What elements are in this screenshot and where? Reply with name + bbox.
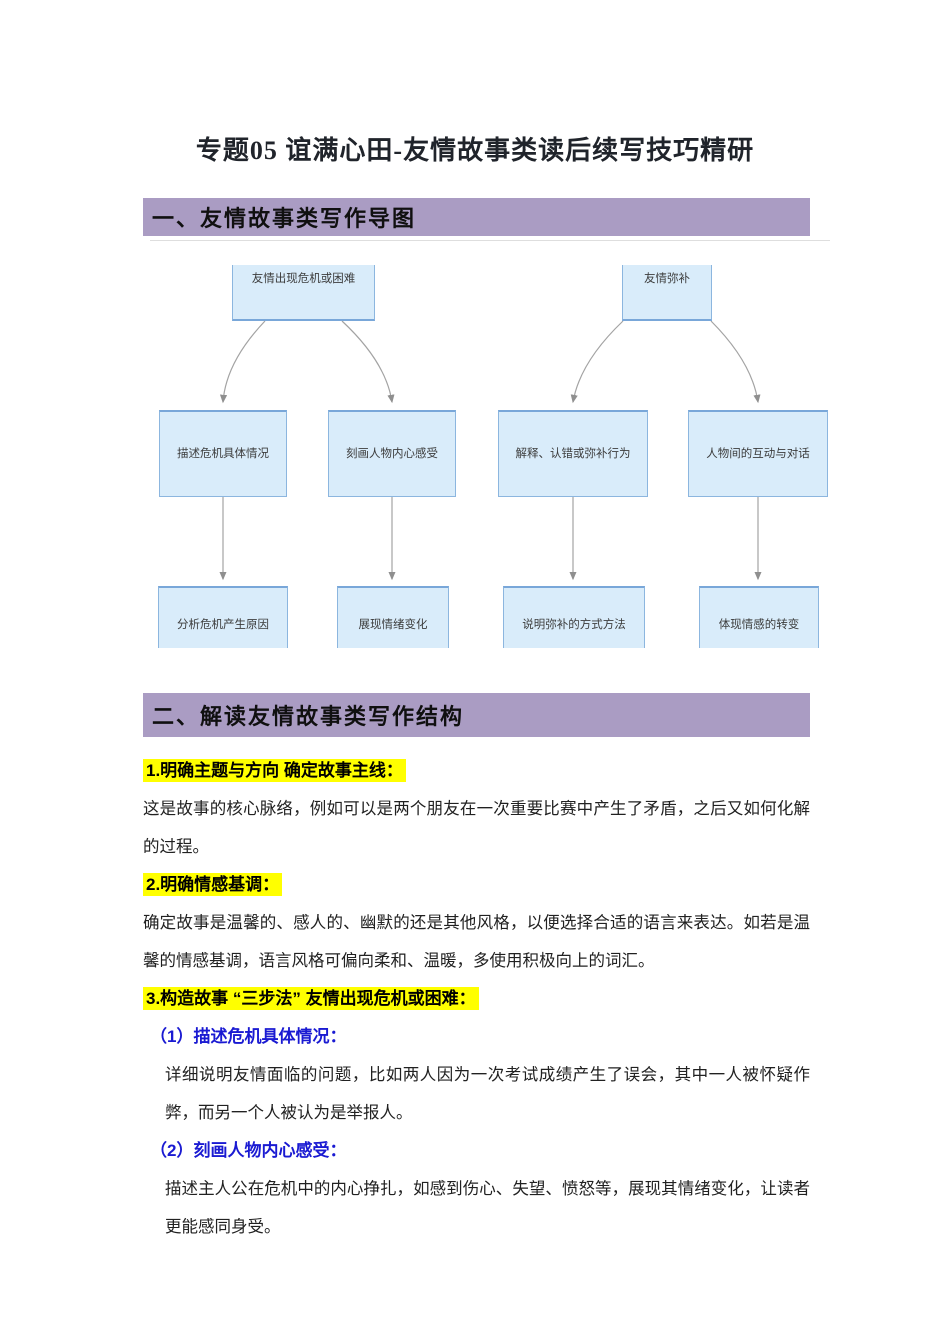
flowchart-top-border xyxy=(150,240,830,241)
section-header-one: 一、友情故事类写作导图 xyxy=(143,198,810,236)
body-content: 1.明确主题与方向 确定故事主线： 这是故事的核心脉络，例如可以是两个朋友在一次… xyxy=(143,752,810,1246)
flow-node-analyze-causes: 分析危机产生原因 xyxy=(158,586,288,648)
sub1-heading: （1）描述危机具体情况： xyxy=(150,1027,347,1046)
section-header-two: 二、解读友情故事类写作结构 xyxy=(143,693,810,737)
flow-node-interaction-dialogue: 人物间的互动与对话 xyxy=(688,410,828,497)
flowchart-image: 友情出现危机或困难 友情弥补 描述危机具体情况 刻画人物内心感受 解释、认错或弥… xyxy=(150,240,830,648)
flow-node-inner-feelings: 刻画人物内心感受 xyxy=(328,410,456,497)
point3-heading: 3.构造故事 “三步法” 友情出现危机或困难： xyxy=(143,980,810,1018)
point1-body: 这是故事的核心脉络，例如可以是两个朋友在一次重要比赛中产生了矛盾，之后又如何化解… xyxy=(143,799,810,856)
flow-node-emotion-shift: 体现情感的转变 xyxy=(699,586,819,648)
flowchart-arrows xyxy=(219,320,762,581)
document-title: 专题05 谊满心田-友情故事类读后续写技巧精研 xyxy=(195,136,755,165)
flow-node-emotion-changes: 展现情绪变化 xyxy=(337,586,449,648)
sub1-body: 详细说明友情面临的问题，比如两人因为一次考试成绩产生了误会，其中一人被怀疑作弊，… xyxy=(165,1065,810,1122)
section-header-two-label: 二、解读友情故事类写作结构 xyxy=(152,704,465,729)
flow-node-explain-apologize: 解释、认错或弥补行为 xyxy=(498,410,648,497)
sub2-heading: （2）刻画人物内心感受： xyxy=(150,1141,347,1160)
point3-heading-highlight: 3.构造故事 “三步法” 友情出现危机或困难： xyxy=(143,987,479,1010)
flow-node-describe-crisis: 描述危机具体情况 xyxy=(159,410,287,497)
point2-heading: 2.明确情感基调： xyxy=(143,866,810,904)
section-header-one-label: 一、友情故事类写作导图 xyxy=(152,206,417,231)
flow-node-friendship-repair: 友情弥补 xyxy=(622,265,712,321)
flow-node-friendship-crisis: 友情出现危机或困难 xyxy=(232,265,375,321)
point1-heading-highlight: 1.明确主题与方向 确定故事主线： xyxy=(143,759,406,782)
sub2-body: 描述主人公在危机中的内心挣扎，如感到伤心、失望、愤怒等，展现其情绪变化，让读者更… xyxy=(165,1179,810,1236)
point1-heading: 1.明确主题与方向 确定故事主线： xyxy=(143,752,810,790)
flow-node-repair-methods: 说明弥补的方式方法 xyxy=(503,586,645,648)
point2-heading-highlight: 2.明确情感基调： xyxy=(143,873,283,896)
point2-body: 确定故事是温馨的、感人的、幽默的还是其他风格，以便选择合适的语言来表达。如若是温… xyxy=(143,913,810,970)
